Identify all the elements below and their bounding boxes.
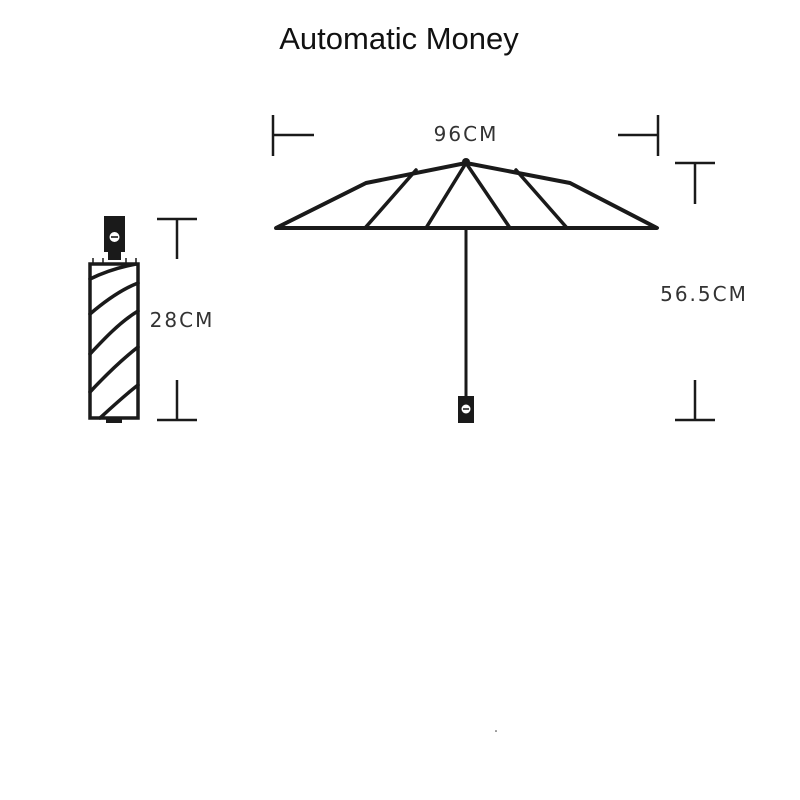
width-label: 96CM bbox=[434, 122, 499, 146]
folded-collar bbox=[108, 252, 121, 260]
height-dimension-marker bbox=[675, 161, 715, 422]
folded-length-dimension-marker bbox=[157, 217, 197, 422]
umbrella-ribs bbox=[363, 161, 569, 230]
folded-bottom-tip bbox=[106, 418, 122, 423]
folded-length-label: 28CM bbox=[150, 308, 215, 332]
circle-minus-logo-icon bbox=[461, 404, 471, 414]
folded-spiral-bands bbox=[88, 262, 140, 420]
speck bbox=[495, 730, 497, 732]
open-umbrella bbox=[274, 158, 659, 423]
page-title: Automatic Money bbox=[279, 21, 519, 56]
height-label: 56.5CM bbox=[660, 282, 748, 306]
width-dimension-marker bbox=[271, 115, 660, 156]
umbrella-handle bbox=[458, 396, 474, 423]
umbrella-tip bbox=[462, 158, 470, 166]
folded-rib-tips bbox=[92, 258, 137, 265]
circle-minus-logo-icon bbox=[109, 232, 120, 242]
umbrella-canopy bbox=[274, 161, 659, 230]
folded-umbrella bbox=[88, 216, 140, 423]
